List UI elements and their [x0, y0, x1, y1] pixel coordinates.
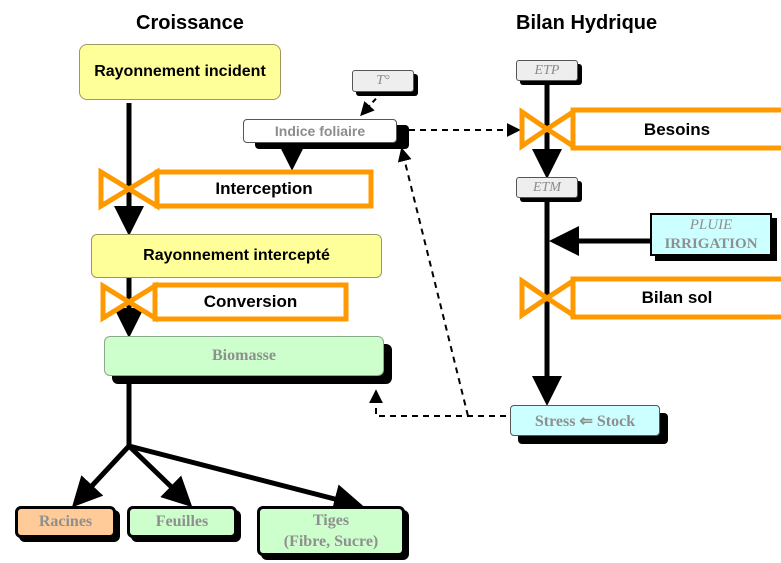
arrow-to-tiges	[128, 443, 364, 514]
tiges-box: Tiges (Fibre, Sucre)	[257, 506, 405, 556]
bilan-sol-label: Bilan sol	[641, 288, 713, 307]
tiges-sublabel: (Fibre, Sucre)	[283, 533, 379, 550]
stress-stock-label: Stress ⇐ Stock	[534, 412, 636, 430]
feuilles-box: Feuilles	[127, 506, 237, 538]
dashed-arrow-temperature	[360, 91, 383, 117]
bilan-hydrique-title: Bilan Hydrique	[516, 12, 658, 34]
irrigation-label: IRRIGATION	[664, 235, 758, 252]
conversion-label: Conversion	[203, 292, 298, 311]
biomasse-label: Biomasse	[212, 347, 276, 364]
rayonnement-incident-box: Rayonnement incident	[79, 44, 281, 100]
bilan-sol-valve	[519, 276, 781, 320]
feuilles-label: Feuilles	[155, 513, 209, 530]
besoins-valve	[519, 107, 781, 151]
stress-stock-box: Stress ⇐ Stock	[510, 405, 660, 436]
racines-label: Racines	[38, 513, 93, 530]
biomasse-box: Biomasse	[104, 336, 384, 376]
arrow-to-feuilles	[127, 444, 193, 508]
croissance-title: Croissance	[136, 12, 244, 34]
interception-label: Interception	[215, 179, 313, 198]
indice-foliaire-box: Indice foliaire	[243, 119, 397, 143]
dashed-feedback-stress-to-indice	[397, 147, 469, 417]
temperature-box: T°	[352, 70, 414, 92]
rayonnement-intercepte-box: Rayonnement intercepté	[91, 234, 382, 278]
pluie-label: PLUIE	[689, 216, 733, 233]
tiges-label: Tiges	[312, 512, 350, 529]
arrow-to-racines	[71, 444, 131, 508]
interception-valve	[98, 167, 374, 211]
dashed-feedback-stress-to-biomasse	[369, 389, 506, 417]
etp-box: ETP	[516, 60, 578, 81]
rayonnement-incident-label: Rayonnement incident	[94, 63, 266, 80]
besoins-label: Besoins	[643, 120, 711, 139]
racines-box: Racines	[15, 506, 116, 538]
pluie-irrigation-box: PLUIE IRRIGATION	[650, 213, 772, 256]
conversion-valve	[100, 281, 349, 323]
etp-label: ETP	[534, 62, 560, 78]
etm-box: ETM	[516, 177, 578, 198]
rayonnement-intercepte-label: Rayonnement intercepté	[143, 247, 330, 264]
etm-label: ETM	[533, 179, 561, 195]
indice-foliaire-label: Indice foliaire	[274, 123, 366, 139]
temperature-label: T°	[376, 73, 390, 88]
